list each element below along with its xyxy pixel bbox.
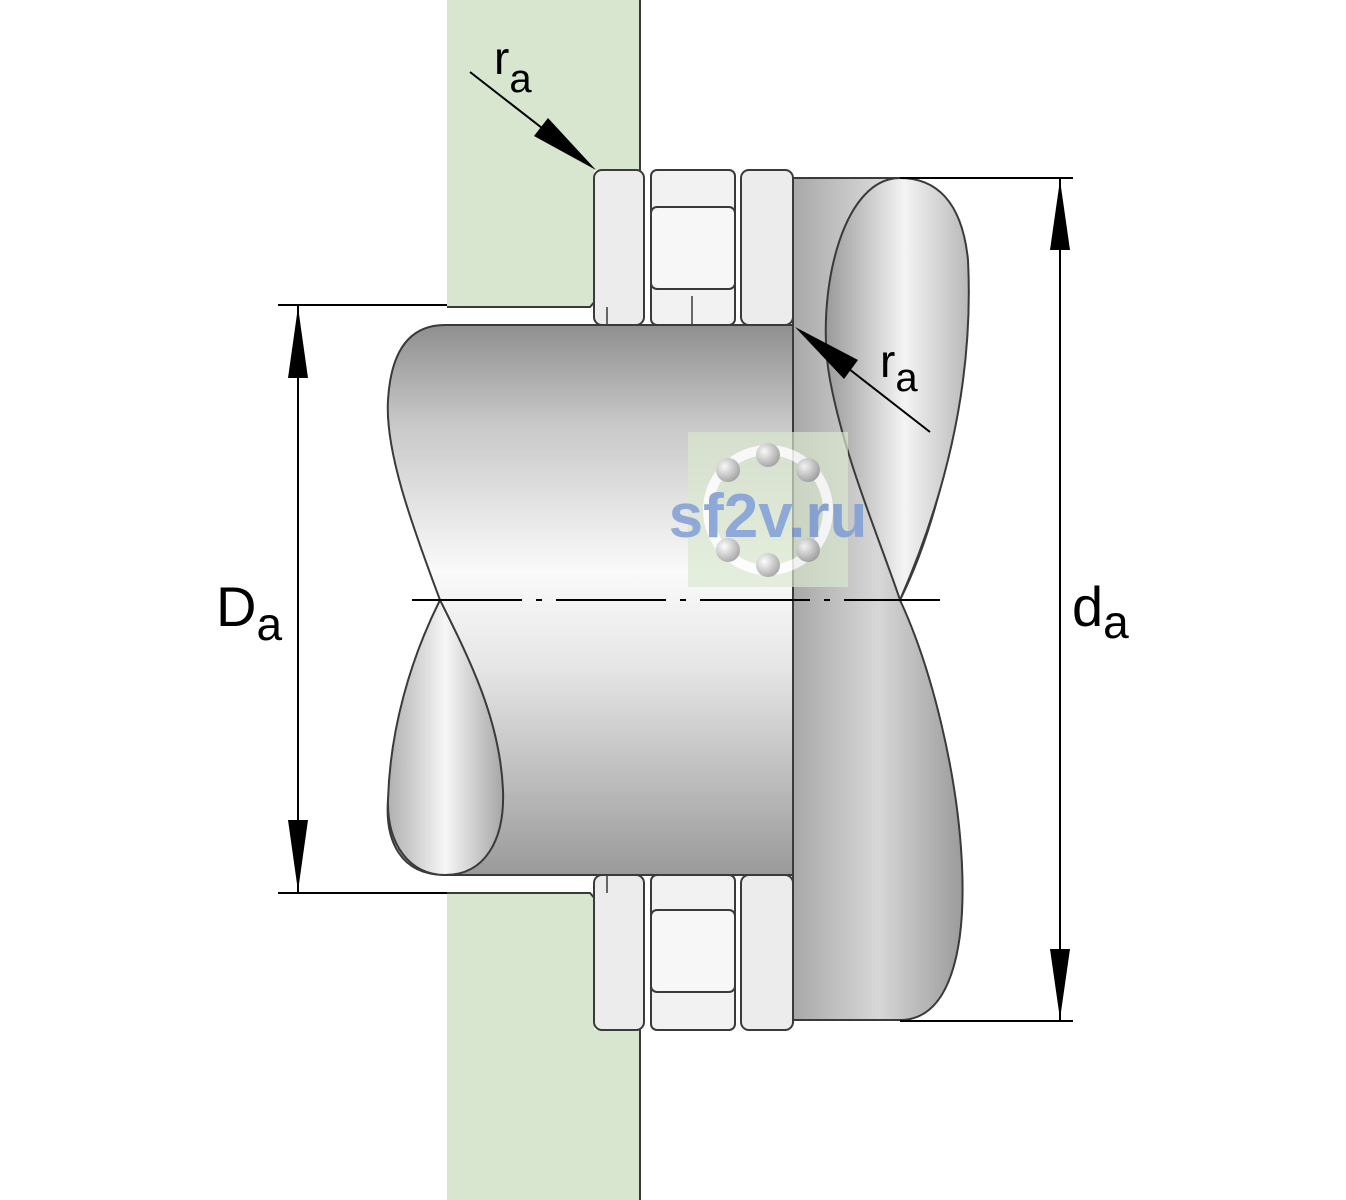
housing-wall-lower <box>447 893 640 1200</box>
watermark-ball-icon <box>716 538 740 562</box>
roller-top <box>650 206 736 290</box>
watermark-ball-icon <box>796 538 820 562</box>
watermark: sf2v.ru <box>669 432 868 587</box>
inner-ring-bottom <box>740 874 794 1031</box>
roller-bottom <box>650 909 736 993</box>
da-label: da <box>1072 575 1129 648</box>
ra-arrowhead-right-icon <box>795 327 858 379</box>
Da-arrow-bottom-icon <box>288 820 308 891</box>
Da-label: Da <box>216 575 282 650</box>
ra-leader-right <box>839 361 931 433</box>
Da-dimension: Da <box>216 304 447 894</box>
da-arrow-bottom-icon <box>1050 949 1070 1019</box>
bearing-section-bottom <box>593 874 794 1031</box>
watermark-ball-icon <box>796 458 820 482</box>
housing-wall <box>447 0 640 307</box>
outer-ring-top <box>593 169 645 326</box>
Da-arrow-top-icon <box>288 307 308 378</box>
bearing-section-top <box>593 169 794 326</box>
ra-label-right: ra <box>880 335 918 400</box>
watermark-ball-icon <box>756 443 780 467</box>
watermark-text: sf2v.ru <box>669 482 868 551</box>
ra-dimension-top: ra <box>469 32 596 170</box>
ra-dimension-right: ra <box>795 327 931 433</box>
shaft-end-face <box>386 597 505 877</box>
da-dimension: da <box>900 177 1129 1022</box>
ra-arrowhead-top-icon <box>534 118 596 170</box>
da-arrow-top-icon <box>1050 180 1070 250</box>
ra-label-top: ra <box>494 32 532 101</box>
inner-ring-top <box>740 169 794 326</box>
outer-ring-bottom <box>593 874 645 1031</box>
watermark-ball-icon <box>756 553 780 577</box>
watermark-ball-icon <box>716 458 740 482</box>
